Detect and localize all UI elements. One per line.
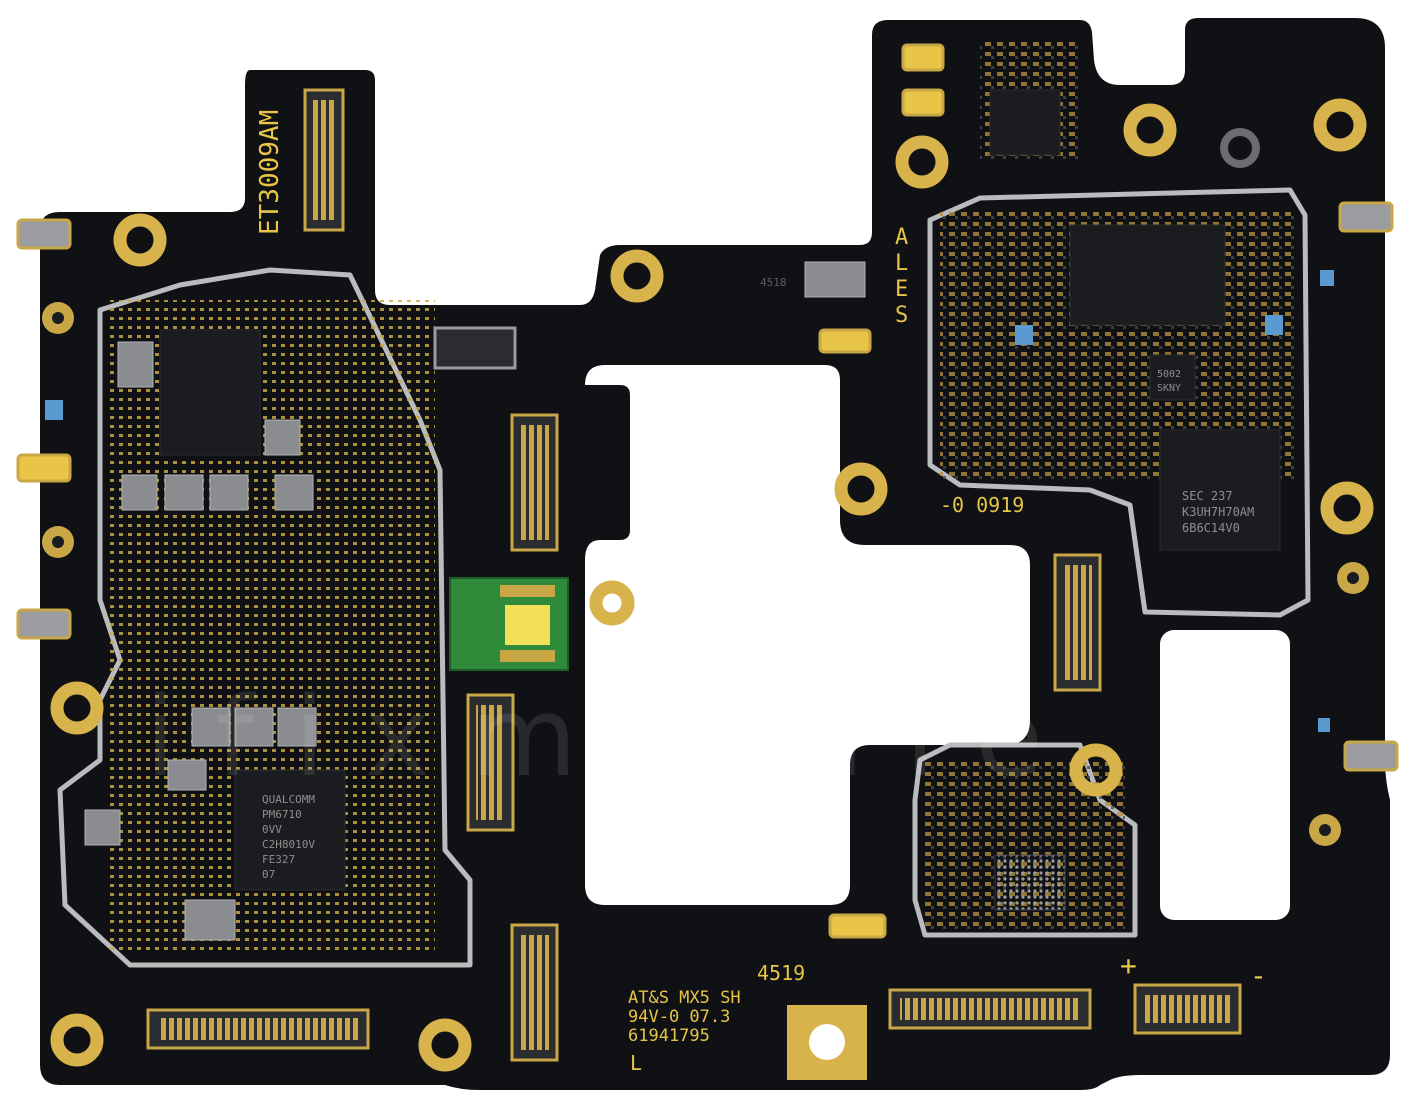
blue-components (45, 270, 1334, 732)
small-ic-chip (1149, 354, 1196, 401)
svg-text:L: L (895, 251, 908, 276)
small-ic-markings: 5002 SKNY (1157, 369, 1181, 394)
svg-text:C2H8010V: C2H8010V (262, 838, 315, 851)
rf-shield-right-bottom (912, 742, 1138, 938)
svg-text:A: A (895, 225, 908, 250)
svg-text:QUALCOMM: QUALCOMM (262, 793, 315, 806)
svg-text:6B6C14V0: 6B6C14V0 (1182, 521, 1240, 535)
maker-line: AT&S MX5 SH (628, 988, 741, 1008)
svg-text:5002: 5002 (1157, 369, 1181, 380)
transceiver-chip (1069, 224, 1226, 326)
spring-clips (16, 43, 1399, 939)
serial-line: 61941795 (628, 1026, 710, 1046)
svg-text:FE327: FE327 (262, 853, 295, 866)
svg-text:SEC 237: SEC 237 (1182, 489, 1233, 503)
small-label: 4518 (760, 276, 787, 289)
corner-mark: L (630, 1051, 642, 1075)
svg-text:E: E (895, 277, 908, 302)
pmic-chip (234, 769, 346, 891)
led-pad (505, 605, 550, 645)
date-code: -0 0919 (940, 493, 1024, 517)
svg-text:SKNY: SKNY (1157, 383, 1181, 394)
application-chip (159, 329, 261, 456)
memory-chip (1159, 429, 1281, 551)
memory-markings: SEC 237 K3UH7H70AM 6B6C14V0 (1182, 489, 1254, 535)
plus-mark: + (1120, 949, 1137, 982)
svg-text:S: S (895, 303, 908, 328)
svg-text:07: 07 (262, 868, 275, 881)
pmic-markings: QUALCOMM PM6710 0VV C2H8010V FE327 07 (262, 793, 315, 881)
svg-text:PM6710: PM6710 (262, 808, 302, 821)
rating-line: 94V-0 07.3 (628, 1007, 730, 1027)
bga-chip (994, 854, 1066, 911)
svg-text:K3UH7H70AM: K3UH7H70AM (1182, 505, 1254, 519)
watermark-text: ifixmobile (145, 673, 1083, 801)
ales-label: A L E S (895, 225, 908, 328)
power-inductors (84, 261, 866, 941)
top-ic-chip (989, 89, 1061, 156)
rf-shield-right-top (927, 187, 1311, 618)
rf-shield-left (57, 267, 473, 968)
batch-number: 4519 (757, 961, 805, 985)
mounting-holes (50, 98, 1374, 1072)
svg-text:0VV: 0VV (262, 823, 282, 836)
board-cutout-right (1160, 630, 1290, 920)
part-label: ET3009AM (255, 110, 285, 235)
minus-mark: - (1250, 959, 1267, 992)
connectors (146, 88, 1242, 1062)
board-cutout-center (585, 365, 1030, 905)
